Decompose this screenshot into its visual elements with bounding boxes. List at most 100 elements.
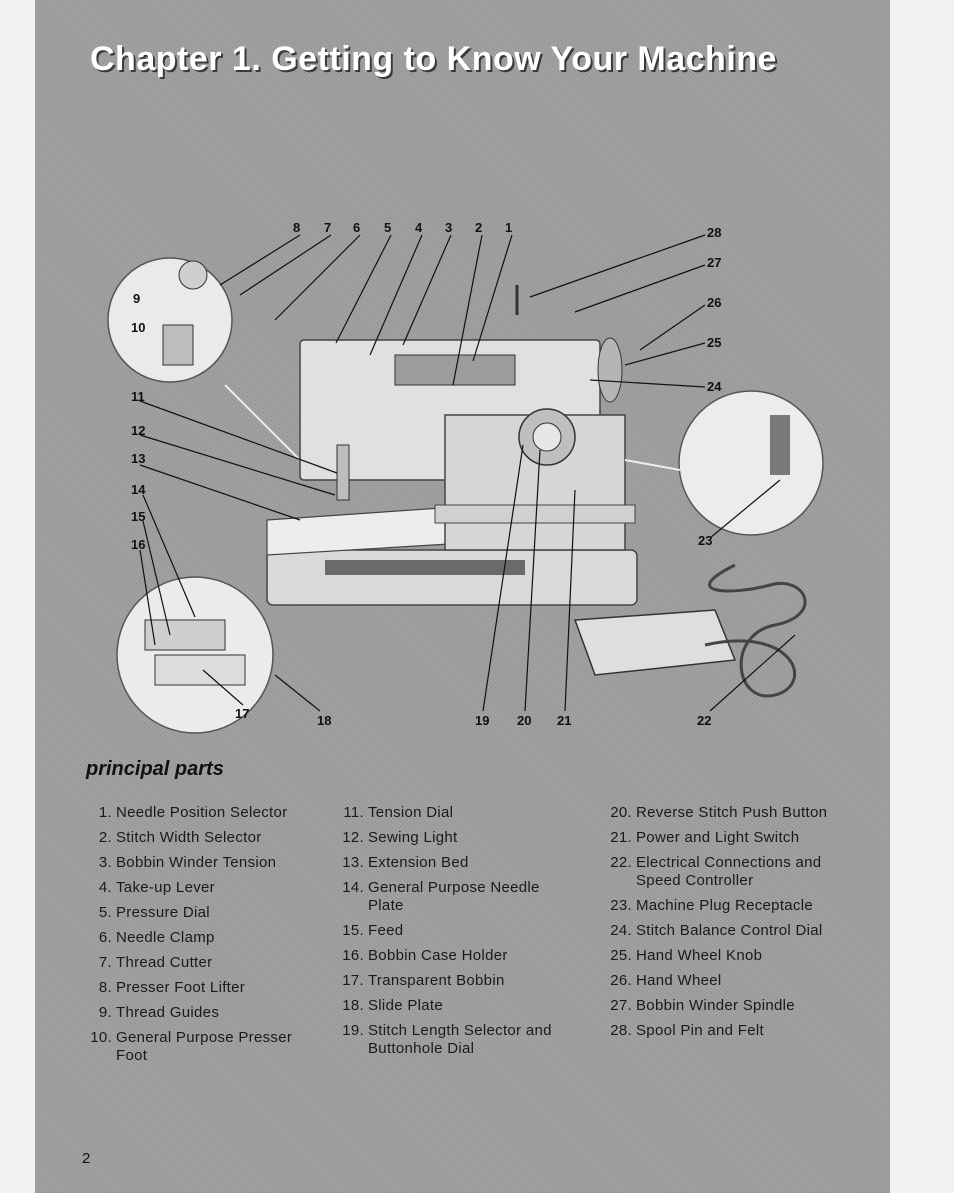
part-number: 13. [342,854,364,871]
part-list-item: 9.Thread Guides [84,1004,324,1022]
part-number: 10. [90,1029,112,1046]
part-name: Needle Clamp [116,929,215,946]
callout-1: 1 [505,220,512,235]
part-name: Electrical Connections and Speed Control… [636,854,822,889]
part-number: 26. [610,972,632,989]
power-cord [704,563,807,698]
callout-13: 13 [131,451,145,466]
foot-controller-shape [573,609,737,676]
callout-21: 21 [557,713,571,728]
callout-15: 15 [131,509,145,524]
needle-area-detail-circle [107,257,233,383]
callout-16: 16 [131,537,145,552]
callout-25: 25 [707,335,721,350]
part-list-item: 1.Needle Position Selector [84,804,324,822]
part-list-item: 8.Presser Foot Lifter [84,979,324,997]
part-list-item: 4.Take-up Lever [84,879,324,897]
part-number: 7. [98,954,112,971]
part-name: Bobbin Winder Tension [116,854,277,871]
leader-lines [139,234,796,712]
part-number: 16. [342,947,364,964]
thread-guide-detail [178,260,208,290]
chapter-title: Chapter 1. Getting to Know Your Machine [90,40,777,78]
part-list-item: 18.Slide Plate [336,997,576,1015]
part-name: Power and Light Switch [636,829,800,846]
part-name: Extension Bed [368,854,469,871]
zoom-line-right [624,459,681,471]
part-name: Spool Pin and Felt [636,1022,764,1039]
parts-list-column-1: 1.Needle Position Selector 2.Stitch Width… [84,804,324,1072]
part-number: 8. [98,979,112,996]
part-number: 11. [343,804,364,821]
part-number: 4. [98,879,112,896]
part-number: 21. [610,829,632,846]
bed-plate [434,504,636,524]
zoom-line [224,384,301,461]
part-number: 2. [98,829,112,846]
machine-base [266,549,638,606]
part-number: 19. [342,1022,364,1039]
part-list-item: 25.Hand Wheel Knob [604,947,848,965]
part-number: 3. [98,854,112,871]
callout-8: 8 [293,220,300,235]
part-name: Feed [368,922,404,939]
callout-18: 18 [317,713,331,728]
part-list-item: 2.Stitch Width Selector [84,829,324,847]
callout-26: 26 [707,295,721,310]
part-number: 20. [610,804,632,821]
part-number: 1. [98,804,112,821]
callout-24: 24 [707,379,722,394]
part-number: 9. [98,1004,112,1021]
part-name: Hand Wheel [636,972,722,989]
part-name: Stitch Balance Control Dial [636,922,823,939]
part-number: 6. [98,929,112,946]
part-number: 28. [610,1022,632,1039]
callout-3: 3 [445,220,452,235]
part-name: Reverse Stitch Push Button [636,804,828,821]
part-list-item: 28.Spool Pin and Felt [604,1022,848,1040]
part-name: Take-up Lever [116,879,215,896]
callout-27: 27 [707,255,721,270]
part-list-item: 14.General Purpose Needle Plate [336,879,576,915]
part-name: Bobbin Winder Spindle [636,997,795,1014]
callout-5: 5 [384,220,391,235]
part-number: 27. [610,997,632,1014]
receptacle-vents [770,415,790,475]
callout-10: 10 [131,320,145,335]
part-name: General Purpose Presser Foot [116,1029,293,1064]
part-list-item: 3.Bobbin Winder Tension [84,854,324,872]
part-list-item: 6.Needle Clamp [84,929,324,947]
receptacle-detail-circle [678,390,824,536]
part-name: Bobbin Case Holder [368,947,508,964]
presser-foot-detail [162,324,194,366]
part-name: Pressure Dial [116,904,210,921]
part-number: 25. [610,947,632,964]
callout-19: 19 [475,713,489,728]
callout-22: 22 [697,713,711,728]
part-name: Stitch Width Selector [116,829,262,846]
needle-bar-shape [336,444,350,501]
callout-6: 6 [353,220,360,235]
part-list-item: 12.Sewing Light [336,829,576,847]
sewing-machine-diagram: 1 2 3 4 5 6 7 8 9 10 11 12 13 14 15 16 1… [107,220,824,734]
part-name: Thread Cutter [116,954,213,971]
callout-28: 28 [707,225,721,240]
part-name: Slide Plate [368,997,444,1014]
callout-12: 12 [131,423,145,438]
part-number: 17. [342,972,364,989]
section-heading: principal parts [86,758,224,780]
callout-11: 11 [131,389,145,404]
callout-17: 17 [235,706,249,721]
part-list-item: 24.Stitch Balance Control Dial [604,922,848,940]
base-strip [325,560,525,575]
part-name: Machine Plug Receptacle [636,897,813,914]
part-number: 22. [610,854,632,871]
part-name: Transparent Bobbin [368,972,505,989]
part-number: 23. [610,897,632,914]
part-number: 18. [342,997,364,1014]
part-list-item: 15.Feed [336,922,576,940]
callout-23: 23 [698,533,712,548]
part-list-item: 17.Transparent Bobbin [336,972,576,990]
part-number: 24. [610,922,632,939]
